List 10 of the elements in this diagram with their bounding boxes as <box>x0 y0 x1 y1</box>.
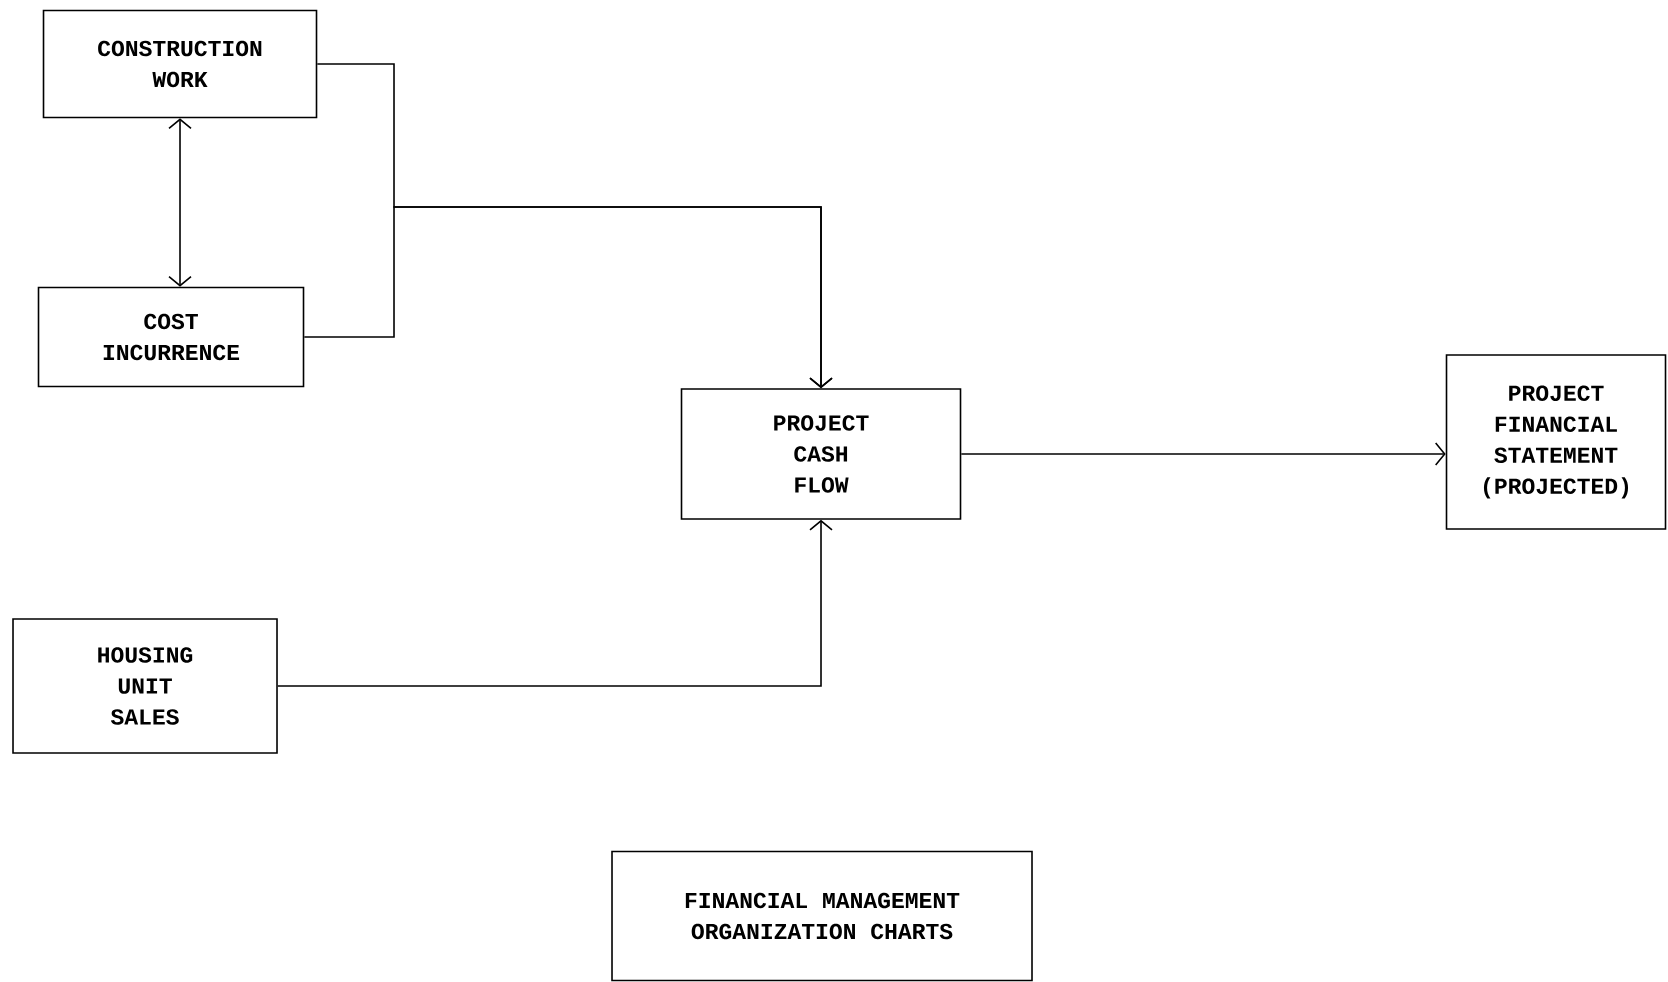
process-box: FINANCIAL MANAGEMENT ORGANIZATION CHARTS <box>611 850 1033 982</box>
process-box: PROJECT CASH FLOW <box>680 388 962 520</box>
process-box: HOUSING UNIT SALES <box>12 618 278 754</box>
arrow <box>168 118 192 287</box>
process-box: COST INCURRENCE <box>37 286 305 388</box>
arrow <box>303 206 833 389</box>
arrow <box>277 519 833 687</box>
process-box: CONSTRUCTION WORK <box>42 9 318 119</box>
process-box: PROJECT FINANCIAL STATEMENT (PROJECTED) <box>1445 354 1667 530</box>
arrow <box>960 442 1446 466</box>
